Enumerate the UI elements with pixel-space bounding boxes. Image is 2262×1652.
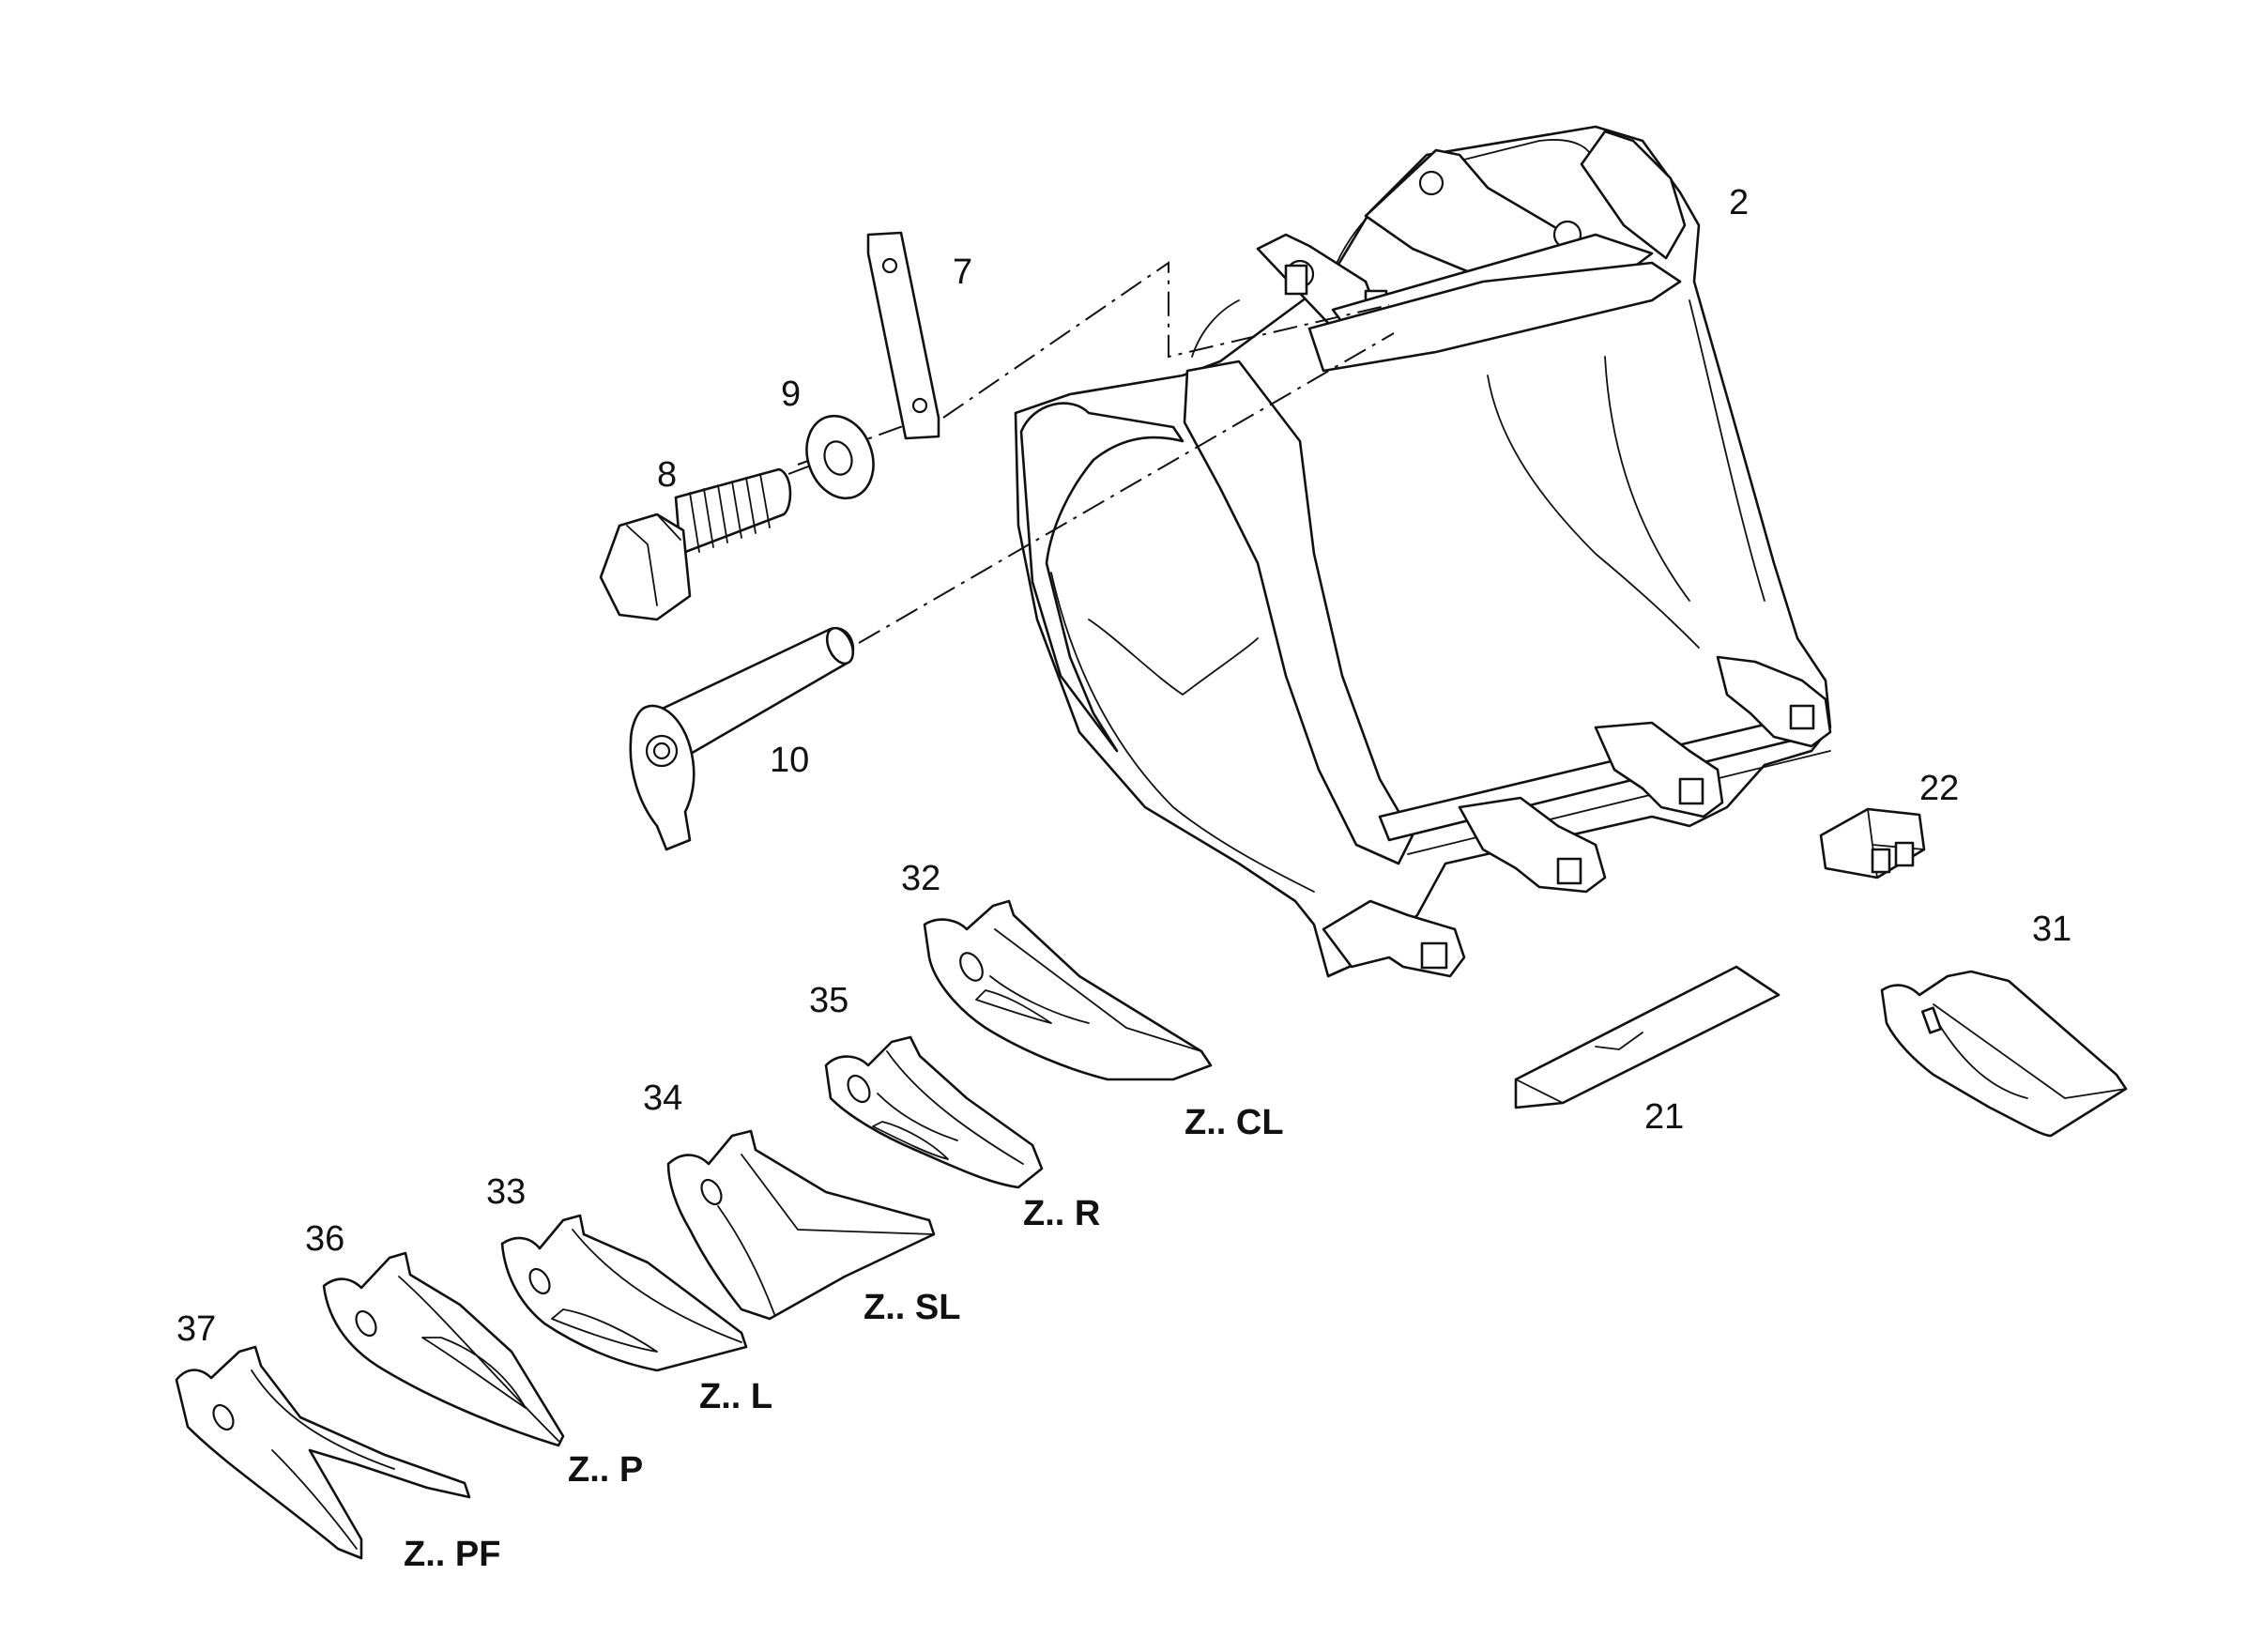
label-2: 2 <box>1729 183 1749 222</box>
tooth-type-labels: Z.. CL Z.. R Z.. SL Z.. L Z.. P Z.. PF <box>404 1103 1284 1574</box>
label-34: 34 <box>643 1078 682 1118</box>
tooth-part-37 <box>175 1345 471 1560</box>
label-35: 35 <box>809 981 848 1020</box>
washer-part-9 <box>805 414 875 500</box>
tag-z-cl: Z.. CL <box>1184 1103 1284 1142</box>
lock-part-22 <box>1819 807 1926 880</box>
tooth-part-35 <box>824 1035 1044 1189</box>
tooth-part-32 <box>923 899 1213 1081</box>
tag-z-r: Z.. R <box>1023 1194 1100 1233</box>
label-8: 8 <box>657 455 677 495</box>
label-33: 33 <box>486 1172 526 1212</box>
label-31: 31 <box>2032 910 2071 949</box>
bolt-part-8 <box>599 467 792 621</box>
label-7: 7 <box>953 252 972 292</box>
pin-part-10 <box>629 626 855 851</box>
tooth-part-34 <box>666 1129 936 1321</box>
label-21: 21 <box>1644 1097 1684 1137</box>
tooth-part-33 <box>500 1214 748 1372</box>
bucket-part-2 <box>1014 125 1832 978</box>
label-9: 9 <box>781 375 801 414</box>
part-number-labels: 2 7 9 8 10 22 31 21 32 35 34 33 36 37 <box>176 183 2071 1349</box>
tooth-part-36 <box>322 1251 565 1447</box>
tooth-part-31 <box>1880 970 2128 1138</box>
label-37: 37 <box>176 1309 216 1349</box>
label-10: 10 <box>770 741 809 780</box>
tag-z-sl: Z.. SL <box>864 1288 960 1327</box>
label-36: 36 <box>305 1219 344 1259</box>
axis-line-upper <box>942 261 1390 419</box>
plate-part-7 <box>866 231 940 440</box>
wear-strip-part-21 <box>1514 965 1781 1109</box>
label-22: 22 <box>1919 769 1959 808</box>
tag-z-l: Z.. L <box>699 1377 772 1416</box>
axis-line-lower <box>858 332 1395 644</box>
tag-z-p: Z.. P <box>568 1450 643 1490</box>
label-32: 32 <box>901 859 940 898</box>
bucket-tooth-adapters <box>1322 655 1832 978</box>
tag-z-pf: Z.. PF <box>404 1535 500 1574</box>
